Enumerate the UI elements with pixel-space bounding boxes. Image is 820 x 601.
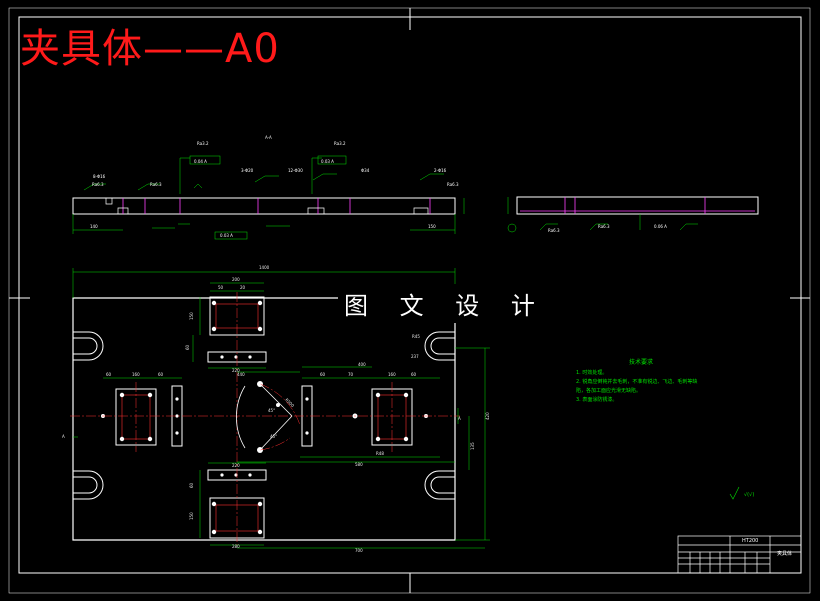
svg-text:Ra6.3: Ra6.3 <box>598 224 610 229</box>
svg-text:0.06 A: 0.06 A <box>654 224 667 229</box>
roughness-symbol-icon <box>729 486 740 500</box>
side-section-view: Ra6.3 Ra6.3 0.06 A <box>507 196 759 233</box>
svg-text:60: 60 <box>320 372 326 377</box>
svg-text:0.03 A: 0.03 A <box>321 159 334 164</box>
svg-text:Ra3.2: Ra3.2 <box>197 141 209 146</box>
svg-text:Φ34: Φ34 <box>361 168 370 173</box>
svg-text:Ra6.3: Ra6.3 <box>150 182 162 187</box>
svg-text:3-Φ20: 3-Φ20 <box>241 168 254 173</box>
watermark-label: 图 文 设 计 <box>338 284 553 323</box>
plan-view: 1400 200 50 20 150 60 220 60 160 60 440 … <box>62 265 490 553</box>
svg-text:237: 237 <box>411 354 419 359</box>
notes-heading: 技术要求 <box>628 359 653 366</box>
dim-140: 140 <box>90 224 98 229</box>
svg-text:A: A <box>62 434 65 439</box>
svg-text:160: 160 <box>132 372 140 377</box>
drawing-title: 夹具体——A0 <box>20 26 280 72</box>
svg-text:45°: 45° <box>270 434 277 439</box>
svg-text:60: 60 <box>411 372 417 377</box>
svg-text:Ra3.2: Ra3.2 <box>334 141 346 146</box>
svg-text:60: 60 <box>185 344 190 350</box>
svg-text:45°: 45° <box>268 408 275 413</box>
svg-text:160: 160 <box>388 372 396 377</box>
technical-requirements: 技术要求 1. 时效处理。 2. 锐角应倒钝并去毛刺，不准有锐边、飞边、毛刺等缺… <box>576 358 706 405</box>
svg-text:Ra6.3: Ra6.3 <box>447 182 459 187</box>
svg-text:12-Φ30: 12-Φ30 <box>288 168 303 173</box>
svg-text:0.03 A: 0.03 A <box>220 233 233 238</box>
svg-text:150: 150 <box>428 224 436 229</box>
notes-item: 2. 锐角应倒钝并去毛刺，不准有锐边、飞边、毛刺等缺陷，各加工面应光滑无缺陷。 <box>576 379 698 394</box>
svg-text:A: A <box>458 416 461 421</box>
svg-text:200: 200 <box>232 277 240 282</box>
svg-text:R45: R45 <box>412 334 420 339</box>
svg-text:8-Φ16: 8-Φ16 <box>93 174 106 179</box>
svg-text:Ra6.3: Ra6.3 <box>548 228 560 233</box>
notes-item: 1. 时效处理。 <box>576 370 608 376</box>
svg-text:400: 400 <box>358 362 366 367</box>
svg-text:60: 60 <box>106 372 112 377</box>
svg-text:580: 580 <box>355 462 363 467</box>
title-block-material: HT200 <box>742 538 759 544</box>
svg-text:1400: 1400 <box>259 265 270 270</box>
svg-text:135: 135 <box>470 442 475 450</box>
drawing-border <box>8 7 811 594</box>
notes-item: 3. 表面涂防锈漆。 <box>576 397 618 403</box>
svg-text:R48: R48 <box>376 451 384 456</box>
title-block-part-name: 夹具体 <box>777 551 793 557</box>
svg-text:60: 60 <box>189 482 194 488</box>
section-view-a-a: A-A 140 150 8-Φ16 3-Φ20 12-Φ30 Φ34 2-Φ16… <box>72 135 465 240</box>
svg-text:0.04 A: 0.04 A <box>194 159 207 164</box>
svg-text:20: 20 <box>240 285 246 290</box>
svg-text:150: 150 <box>189 512 194 520</box>
svg-text:220: 220 <box>232 368 240 373</box>
svg-text:60: 60 <box>158 372 164 377</box>
title-block <box>677 535 802 574</box>
svg-text:2-Φ16: 2-Φ16 <box>434 168 447 173</box>
general-roughness-label: √(√) <box>744 492 755 498</box>
svg-text:150: 150 <box>189 312 194 320</box>
svg-text:Ra6.3: Ra6.3 <box>92 182 104 187</box>
svg-text:70: 70 <box>348 372 354 377</box>
svg-text:280: 280 <box>232 544 240 549</box>
section-label: A-A <box>265 135 272 140</box>
svg-text:420: 420 <box>485 412 490 420</box>
svg-text:700: 700 <box>355 548 363 553</box>
svg-text:440: 440 <box>237 372 245 377</box>
svg-text:R500: R500 <box>284 397 295 408</box>
svg-text:220: 220 <box>232 463 240 468</box>
svg-text:50: 50 <box>218 285 224 290</box>
